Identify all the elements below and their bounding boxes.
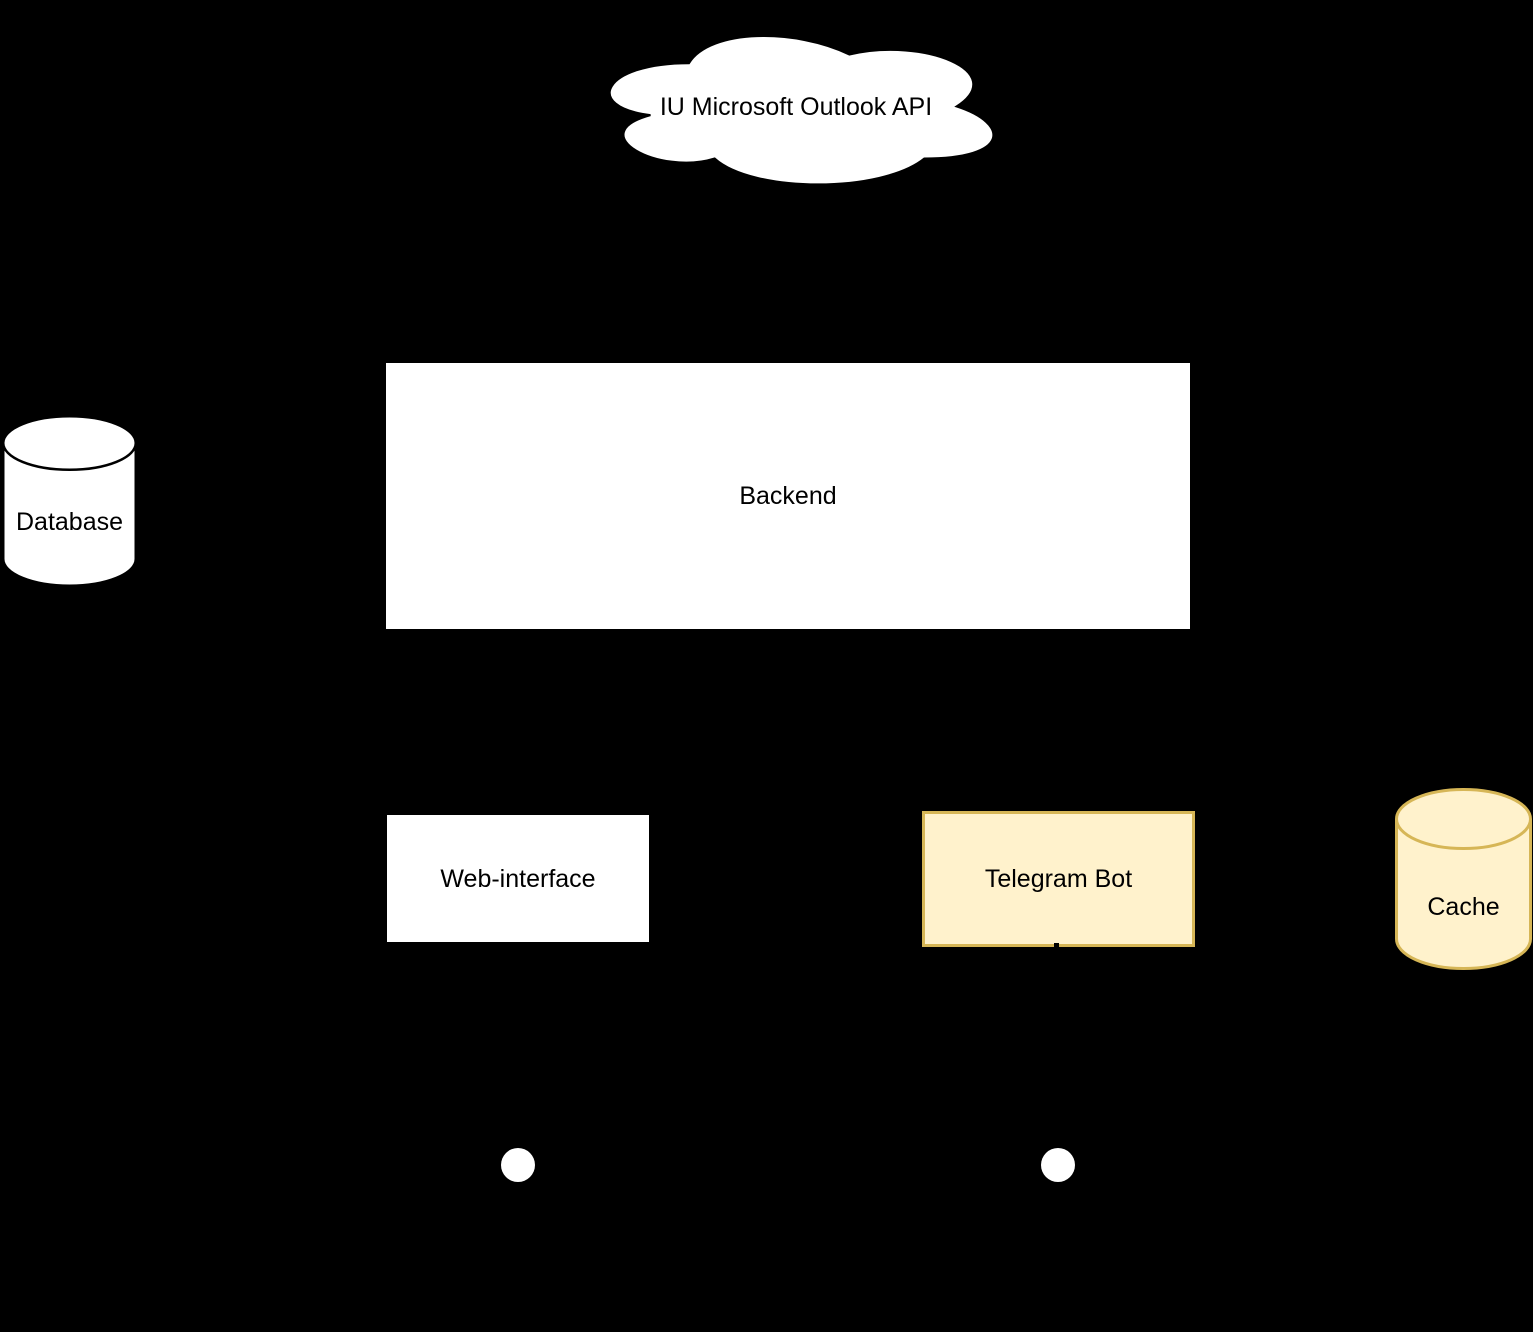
telegram-user-actor-head-icon bbox=[1041, 1148, 1075, 1182]
cache-node: Cache bbox=[1395, 788, 1532, 970]
web-interface-node: Web-interface bbox=[385, 813, 651, 944]
cloud-outlook-api-node: IU Microsoft Outlook API bbox=[580, 18, 1012, 195]
web-interface-label: Web-interface bbox=[440, 864, 596, 893]
connector-notch bbox=[1054, 943, 1059, 949]
backend-node: Backend bbox=[384, 361, 1192, 631]
web-user-actor-head-icon bbox=[501, 1148, 535, 1182]
database-node: Database bbox=[2, 415, 137, 587]
backend-label: Backend bbox=[739, 482, 837, 510]
cloud-icon bbox=[608, 35, 995, 186]
telegram-bot-node: Telegram Bot bbox=[922, 811, 1195, 947]
telegram-bot-label: Telegram Bot bbox=[984, 865, 1133, 893]
cache-cylinder-icon bbox=[1395, 788, 1532, 970]
database-cylinder-icon bbox=[2, 415, 137, 587]
